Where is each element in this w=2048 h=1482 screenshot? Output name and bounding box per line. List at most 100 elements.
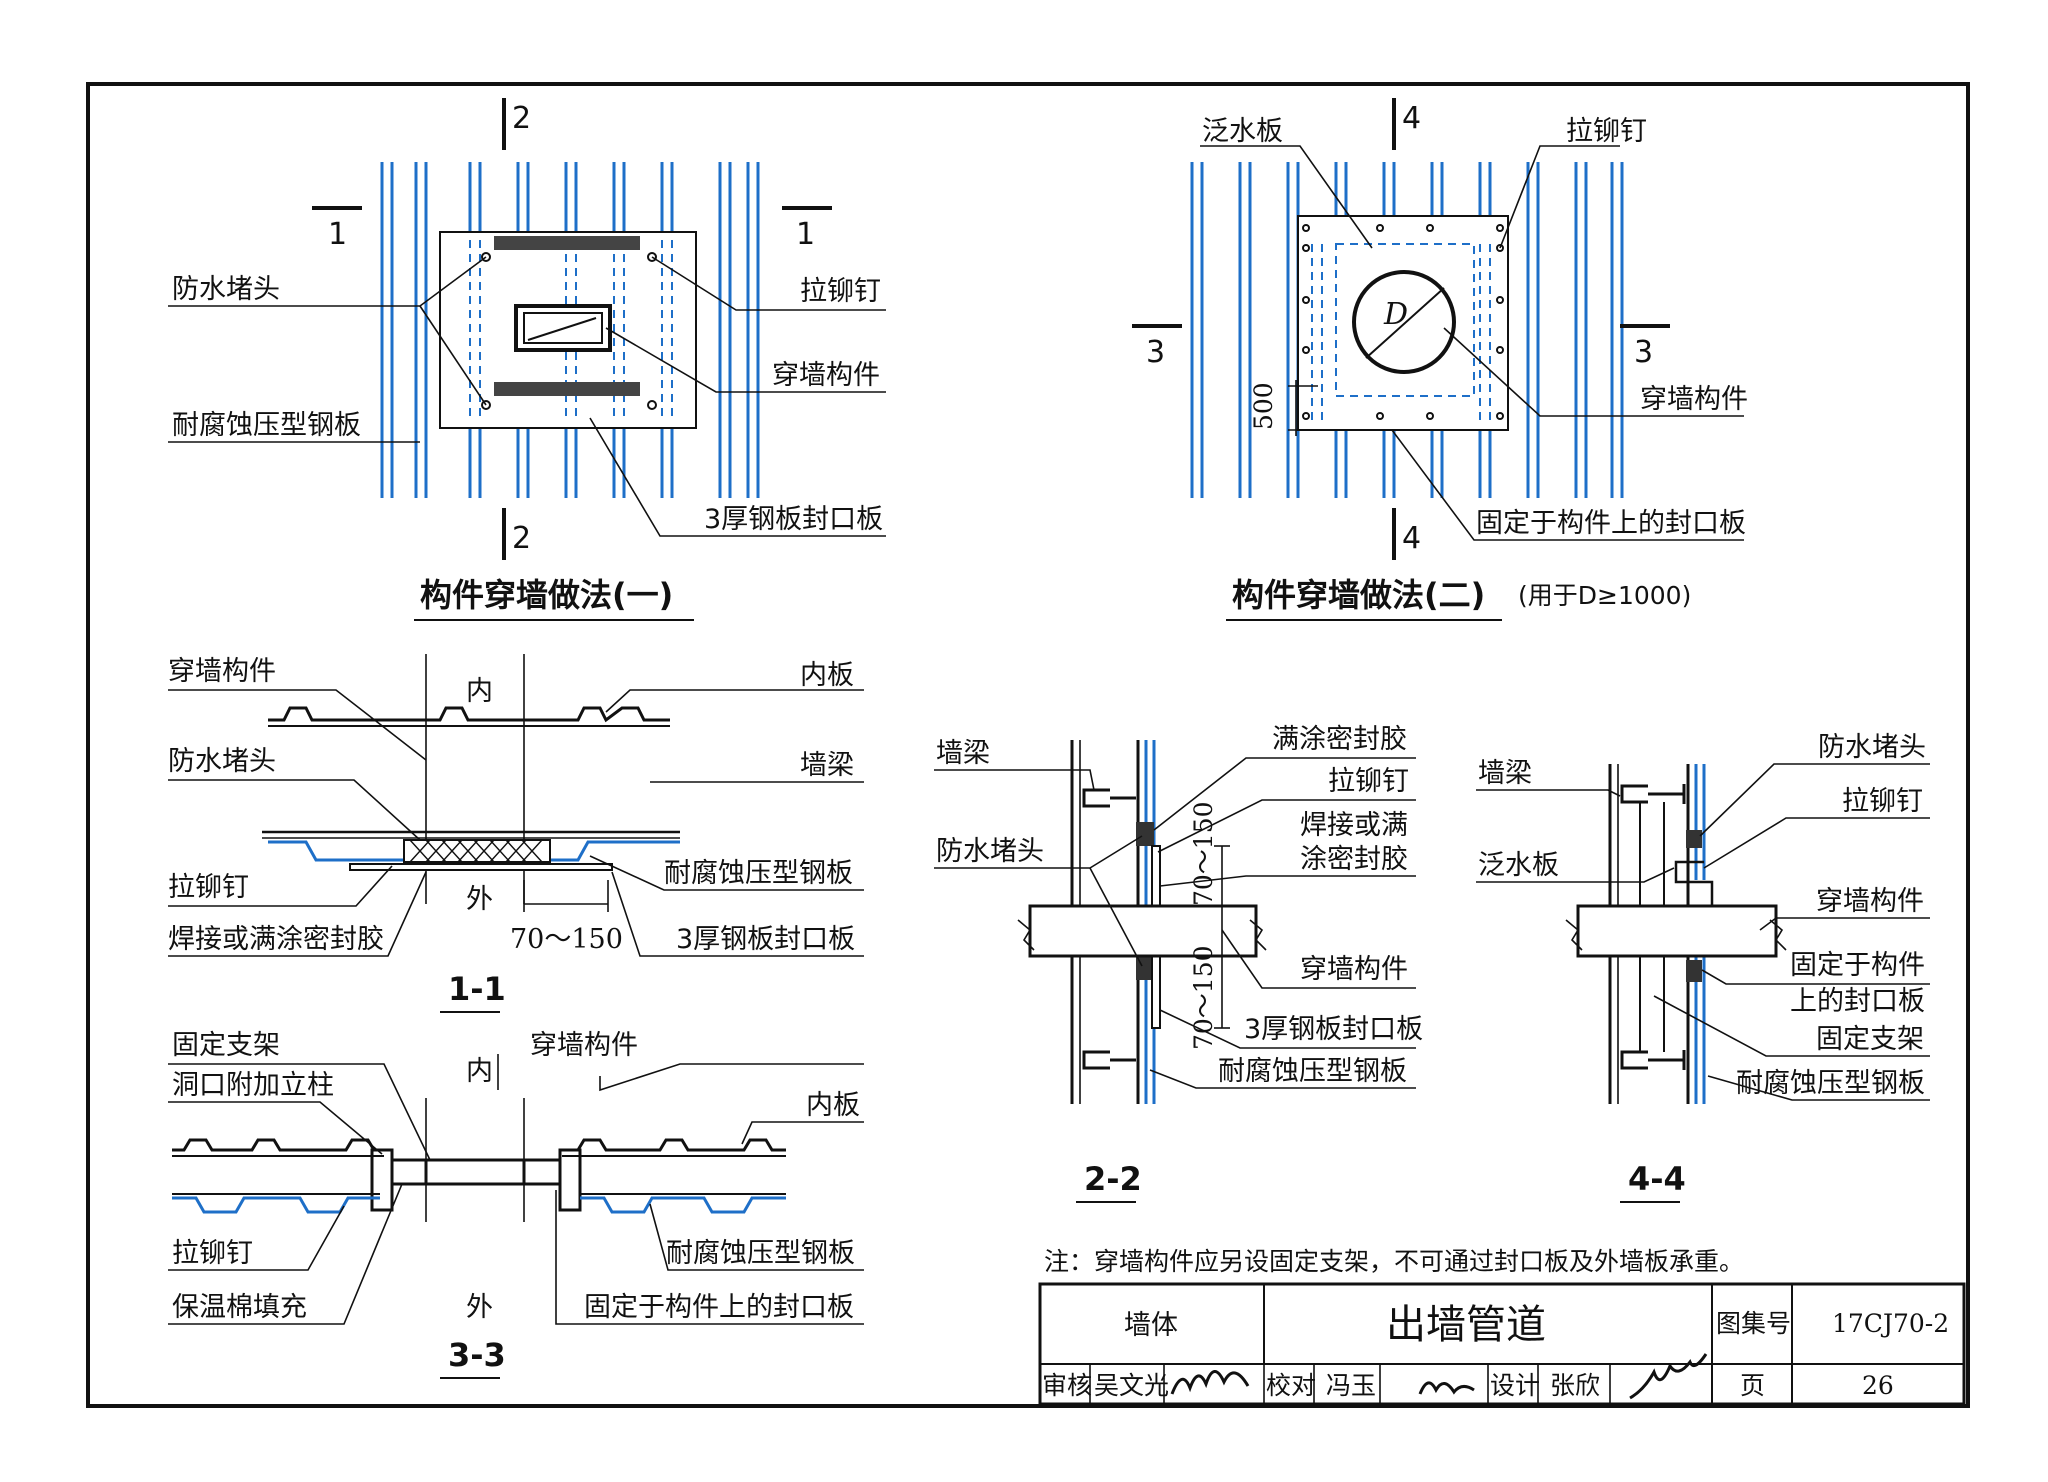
label-weld2-22: 涂密封胶 [1300, 844, 1408, 875]
label-plug-11: 防水堵头 [168, 746, 276, 777]
svg-text:4: 4 [1402, 101, 1421, 136]
section-mark-2-bottom: 2 [502, 508, 531, 560]
label-weld1-22: 焊接或满 [1300, 810, 1408, 841]
label-bracket-33: 固定支架 [172, 1030, 280, 1061]
label-plug-22: 防水堵头 [936, 836, 1044, 867]
label-rivet-v1: 拉铆钉 [800, 276, 881, 307]
dimension-11 [523, 880, 609, 912]
inner-panel-11 [268, 706, 670, 723]
view-note-v2: (用于D≥1000) [1518, 581, 1691, 610]
section-mark-1-right: 1 [782, 206, 832, 252]
label-insulation-33: 保温棉填充 [172, 1292, 307, 1323]
title-block-category: 墙体 [1124, 1310, 1178, 1341]
label-rivet-44: 拉铆钉 [1842, 786, 1923, 817]
member-diagonal-v1 [527, 317, 597, 341]
label-steel-sheet-11: 耐腐蚀压型钢板 [664, 858, 853, 889]
label-weld-11: 焊接或满涂密封胶 [168, 924, 384, 955]
title-block-checker: 冯玉 [1326, 1371, 1376, 1400]
label-steel-sheet-33: 耐腐蚀压型钢板 [666, 1238, 855, 1269]
label-flashing-v2: 泛水板 [1202, 116, 1283, 147]
title-block-page-no: 26 [1862, 1371, 1894, 1400]
seal-plate-top-22 [1151, 845, 1161, 907]
label-inner-panel-33: 内板 [806, 1090, 860, 1121]
through-member-44 [1576, 904, 1778, 958]
svg-text:4: 4 [1402, 521, 1421, 556]
title-block-atlas-label: 图集号 [1716, 1309, 1791, 1338]
inner-panel-left-33 [172, 1138, 384, 1152]
label-fixed1-44: 固定于构件 [1790, 950, 1925, 981]
label-beam-44: 墙梁 [1478, 758, 1532, 789]
checker-signature [1418, 1381, 1475, 1395]
fixed-seal-44 [1686, 960, 1702, 982]
inner-panel-right-33 [562, 1138, 786, 1152]
label-sealant-22: 满涂密封胶 [1272, 724, 1407, 755]
dimension-500-v2 [1288, 380, 1318, 436]
svg-text:1: 1 [796, 217, 815, 252]
section-title-11: 1-1 [448, 970, 506, 1008]
sealant-top-22 [1136, 822, 1154, 846]
opening-column-right-33 [558, 1148, 582, 1212]
leader-lines-v1 [168, 256, 886, 537]
svg-text:3: 3 [1146, 335, 1165, 370]
wall-beam-channel-bottom-44 [1620, 1050, 1686, 1070]
plug-hatch-11 [409, 839, 543, 863]
label-fixed-seal-v2: 固定于构件上的封口板 [1476, 508, 1746, 539]
through-member-inner-v1 [523, 312, 603, 344]
label-seal-plate-11: 3厚钢板封口板 [676, 924, 855, 955]
label-steel-sheet-22: 耐腐蚀压型钢板 [1218, 1056, 1407, 1087]
diameter-label-v2: D [1383, 297, 1408, 332]
label-member-11: 穿墙构件 [168, 656, 276, 687]
section-mark-4-top: 4 [1392, 98, 1421, 150]
label-rivet-22: 拉铆钉 [1328, 766, 1409, 797]
section-4-4: 墙梁 防水堵头 拉铆钉 泛水板 穿墙构件 固定于构件 上的封口板 固定支架 耐腐… [1476, 732, 1930, 1203]
section-title-33: 3-3 [448, 1336, 506, 1374]
leader-lines-33 [168, 1063, 864, 1325]
label-beam-22: 墙梁 [936, 738, 990, 769]
title-block-atlas-no: 17CJ70-2 [1832, 1309, 1949, 1338]
label-rivet-11: 拉铆钉 [168, 872, 249, 903]
break-line-44 [1565, 919, 1787, 951]
label-beam-11: 墙梁 [800, 750, 854, 781]
seal-plate-bottom-22 [1151, 955, 1161, 1029]
sheet-frame [86, 82, 1970, 1408]
label-inner-panel-11: 内板 [800, 660, 854, 691]
steel-sheet-right-33 [580, 1196, 786, 1214]
label-steel-sheet-v1: 耐腐蚀压型钢板 [172, 410, 361, 441]
view-title-v2: 构件穿墙做法(二) [1232, 576, 1485, 614]
label-rivet-v2: 拉铆钉 [1566, 116, 1647, 147]
label-member-33: 穿墙构件 [530, 1030, 638, 1061]
label-steel-sheet-44: 耐腐蚀压型钢板 [1736, 1068, 1925, 1099]
inner-label-11: 内 [466, 676, 493, 707]
dashed-lines-behind-plate-v2 [1311, 244, 1491, 420]
dimension-text-22b: 70～150 [1189, 945, 1218, 1050]
leader-lines-v2 [1200, 145, 1744, 541]
rivet-dots-v2 [1302, 224, 1504, 420]
wall-beam-channel-bottom-22 [1082, 1050, 1136, 1070]
section-3-3: 内 外 固定支架 洞口附加立柱 穿墙构件 内板 拉铆钉 耐腐蚀压型钢板 保温棉填… [168, 1030, 864, 1379]
waterproof-plug-bottom-v1 [494, 382, 640, 396]
dimension-22 [1214, 845, 1230, 1029]
label-plug-44: 防水堵头 [1818, 732, 1926, 763]
section-2-2: 70～150 70～150 墙梁 满涂密封胶 拉铆钉 焊接或满 涂密封胶 防水堵… [934, 724, 1423, 1203]
opening-column-left-33 [370, 1148, 394, 1212]
label-rivet-33: 拉铆钉 [172, 1238, 253, 1269]
label-member-44: 穿墙构件 [1816, 886, 1924, 917]
label-fixed-seal-33: 固定于构件上的封口板 [584, 1292, 854, 1323]
title-block-page-label: 页 [1740, 1371, 1765, 1400]
section-title-44: 4-4 [1628, 1160, 1686, 1198]
label-flashing-44: 泛水板 [1478, 850, 1559, 881]
view-1: 1 1 2 2 防水堵头 耐腐蚀压型钢板 拉铆钉 穿墙构件 3厚钢板封口板 构件… [168, 98, 886, 621]
label-seal-plate-22: 3厚钢板封口板 [1244, 1014, 1423, 1045]
through-member-33 [424, 1158, 526, 1186]
designer-signature [1629, 1353, 1708, 1400]
section-mark-1-left: 1 [312, 206, 362, 252]
dimension-text-22a: 70～150 [1189, 801, 1218, 906]
label-waterproof-plug-v1: 防水堵头 [172, 274, 280, 305]
label-member-v1: 穿墙构件 [772, 360, 880, 391]
leader-lines-11 [168, 689, 864, 957]
dimension-text-11: 70～150 [510, 924, 623, 955]
label-member-22: 穿墙构件 [1300, 954, 1408, 985]
inner-label-33: 内 [466, 1056, 493, 1087]
rivet-dots-v1 [481, 252, 657, 410]
